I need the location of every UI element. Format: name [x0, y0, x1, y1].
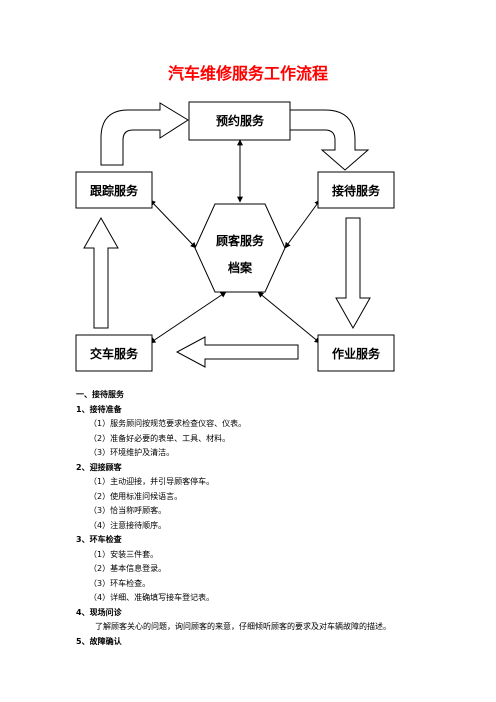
curved-arrow-top-to-right: [289, 109, 370, 171]
content-text: 一、接待服务 1、接待准备 （1）服务顾问按规范要求检查仪容、仪表。 （2）准备…: [76, 388, 476, 649]
label-left: 跟踪服务: [90, 183, 139, 198]
connector-left-center: [149, 199, 197, 249]
subsection-heading: 3、环车检查: [76, 535, 122, 544]
connector-right-center: [284, 199, 321, 249]
curved-arrow-left-to-top: [100, 102, 189, 166]
box-bottom-right: [317, 334, 395, 372]
subsection-heading: 1、接待准备: [76, 404, 122, 414]
subsection-heading: 2、迎接顾客: [76, 462, 122, 472]
list-item: （3）环车检查。: [89, 578, 151, 588]
box-left: [75, 171, 153, 209]
box-right: [317, 171, 395, 209]
subsection-heading: 5、故障确认: [76, 636, 122, 646]
paragraph: 了解顾客关心的问题，询问顾客的来意，仔细倾听顾客的要求及对车辆故障的描述。: [95, 622, 391, 631]
workflow-diagram: 预约服务 跟踪服务 接待服务 交车服务 作业服务 顾客服务 档案: [75, 101, 395, 372]
list-item: （2）使用标准问候语言。: [89, 491, 183, 501]
label-right: 接待服务: [332, 183, 381, 198]
list-item: （2）基本信息登录。: [89, 564, 167, 573]
label-bottom-left: 交车服务: [90, 346, 139, 361]
list-item: （3）环境维护及清洁。: [89, 448, 175, 457]
label-bottom-right: 作业服务: [332, 346, 381, 361]
label-center-2: 档案: [228, 260, 253, 275]
connector-bottomright-center: [257, 291, 321, 344]
label-top: 预约服务: [216, 113, 265, 128]
arrow-right-to-bottom-right: [335, 217, 371, 330]
box-top: [188, 101, 291, 141]
list-item: （2）准备好必要的表单、工具、材料。: [89, 433, 231, 443]
hexagon-center: [194, 203, 286, 293]
subsection-heading: 4、现场问诊: [76, 607, 122, 617]
section-heading-1: 一、接待服务: [76, 390, 124, 399]
label-center-1: 顾客服务: [216, 233, 265, 248]
list-item: （1）主动迎接，并引导顾客停车。: [89, 477, 215, 486]
list-item: （4）详细、准确填写接车登记表。: [89, 593, 215, 602]
box-bottom-left: [75, 334, 153, 372]
list-item: （1）安装三件套。: [89, 549, 159, 559]
list-item: （4）注意接待顺序。: [89, 520, 167, 530]
connector-bottomleft-center: [149, 291, 227, 344]
arrow-bottom-right-to-bottom-left: [175, 336, 299, 368]
arrow-bottom-left-to-left: [83, 216, 119, 329]
page-title: 汽车维修服务工作流程: [167, 64, 328, 83]
list-item: （1）服务顾问按规范要求检查仪容、仪表。: [89, 419, 247, 428]
list-item: （3）恰当称呼顾客。: [89, 506, 167, 515]
